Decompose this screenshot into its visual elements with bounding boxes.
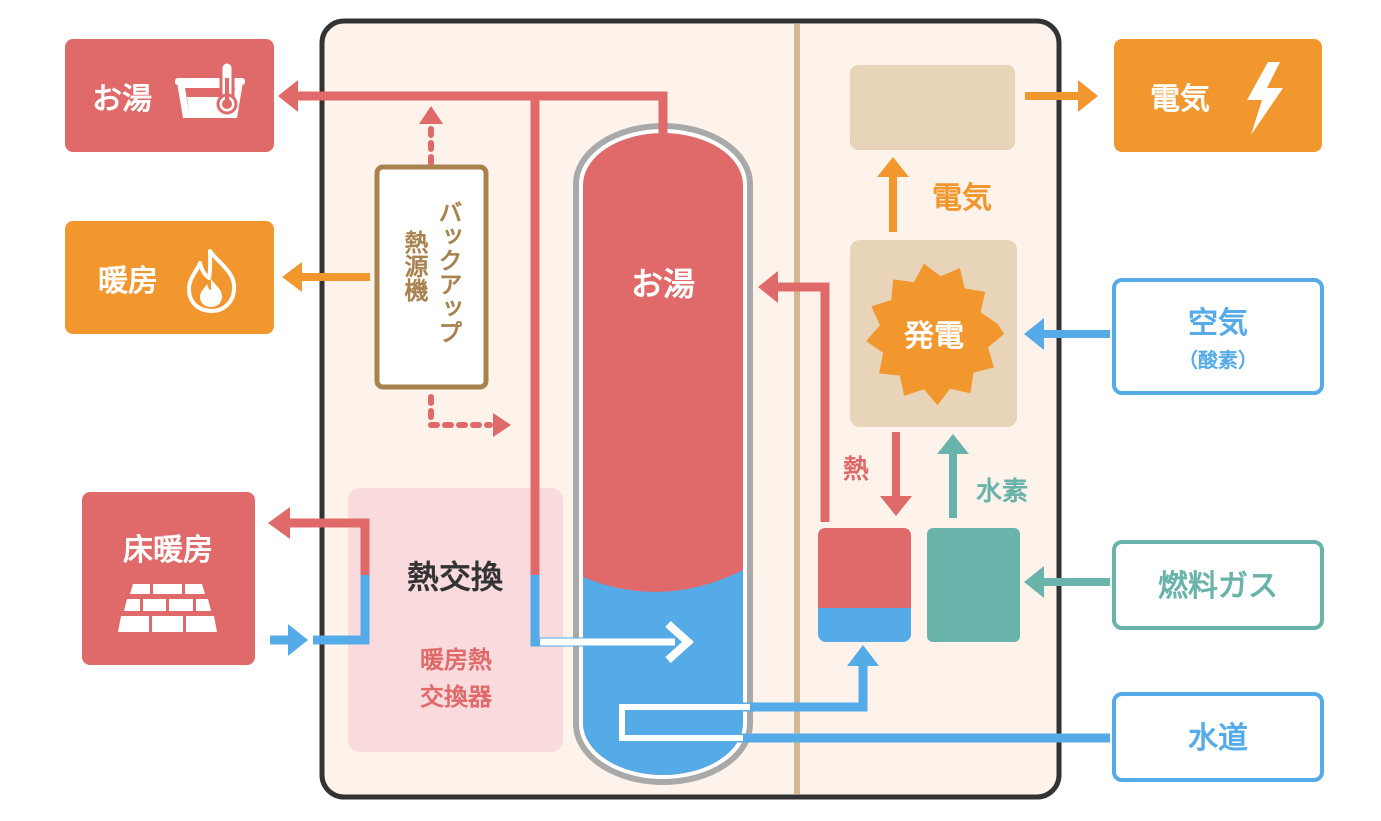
tank-label: お湯	[631, 265, 695, 303]
hydrogen-flow-label: 水素	[976, 477, 1028, 507]
floor-heating-supply-pipe	[282, 518, 370, 575]
heat-return-pipe	[772, 282, 830, 522]
fuel-gas-arrowhead	[1024, 566, 1044, 598]
electricity-output-box	[1114, 39, 1322, 152]
flame-icon	[187, 249, 237, 313]
floor-heating-return-pipe	[313, 575, 370, 645]
reformer-box	[927, 528, 1020, 642]
floor-heating-output-box	[82, 492, 255, 665]
air-input-label: 空気	[1188, 306, 1248, 341]
backup-label-line2: 熱源機	[400, 230, 428, 303]
power-generation-burst	[866, 263, 1004, 406]
heating-hx-label-line1: 暖房熱	[420, 646, 492, 674]
electricity-output-label: 電気	[1150, 82, 1210, 117]
heat-exchanger-area	[348, 488, 563, 752]
air-arrowhead	[1024, 318, 1044, 350]
backup-right-arrowhead	[493, 413, 511, 437]
backup-label-line1: バックアップ	[434, 200, 462, 344]
backup-heat-source-box	[374, 164, 489, 390]
hydrogen-up-arrowhead	[937, 434, 969, 454]
power-generation-label: 発電	[903, 319, 964, 354]
floor-tiles-icon	[118, 584, 217, 632]
electricity-up-arrowhead	[877, 157, 909, 177]
hot-water-tank	[573, 123, 753, 785]
electricity-flow-label: 電気	[932, 181, 992, 216]
electricity-output-panel	[850, 65, 1015, 150]
heat-exchange-label: 熱交換	[407, 558, 504, 596]
oxygen-input-label: （酸素）	[1178, 348, 1258, 372]
heating-hx-label-line2: 交換器	[420, 683, 493, 711]
fuel-gas-input-box	[1112, 540, 1324, 630]
circulation-arrowhead	[665, 621, 694, 663]
heat-flow-label: 熱	[843, 455, 869, 485]
bathtub-thermometer-icon	[175, 60, 245, 118]
heating-output-box	[65, 221, 274, 334]
backup-up-arrowhead	[419, 106, 443, 124]
fuel-gas-input-label: 燃料ガス	[1158, 569, 1278, 604]
heating-output-label: 暖房	[98, 264, 158, 299]
air-input-box	[1112, 278, 1324, 395]
hot-water-output-label: お湯	[92, 82, 152, 117]
heat-down-arrowhead	[880, 496, 912, 516]
lightning-icon	[1247, 62, 1283, 135]
hot-water-arrowhead	[278, 80, 298, 112]
hot-water-pipe	[290, 91, 668, 133]
tap-water-arrowhead	[847, 645, 879, 666]
electricity-right-arrowhead	[1078, 80, 1098, 112]
tap-water-input-label: 水道	[1188, 721, 1248, 756]
tap-water-input-box	[1112, 692, 1324, 782]
floor-heating-output-label: 床暖房	[123, 533, 213, 568]
heat-storage-box	[818, 528, 911, 642]
